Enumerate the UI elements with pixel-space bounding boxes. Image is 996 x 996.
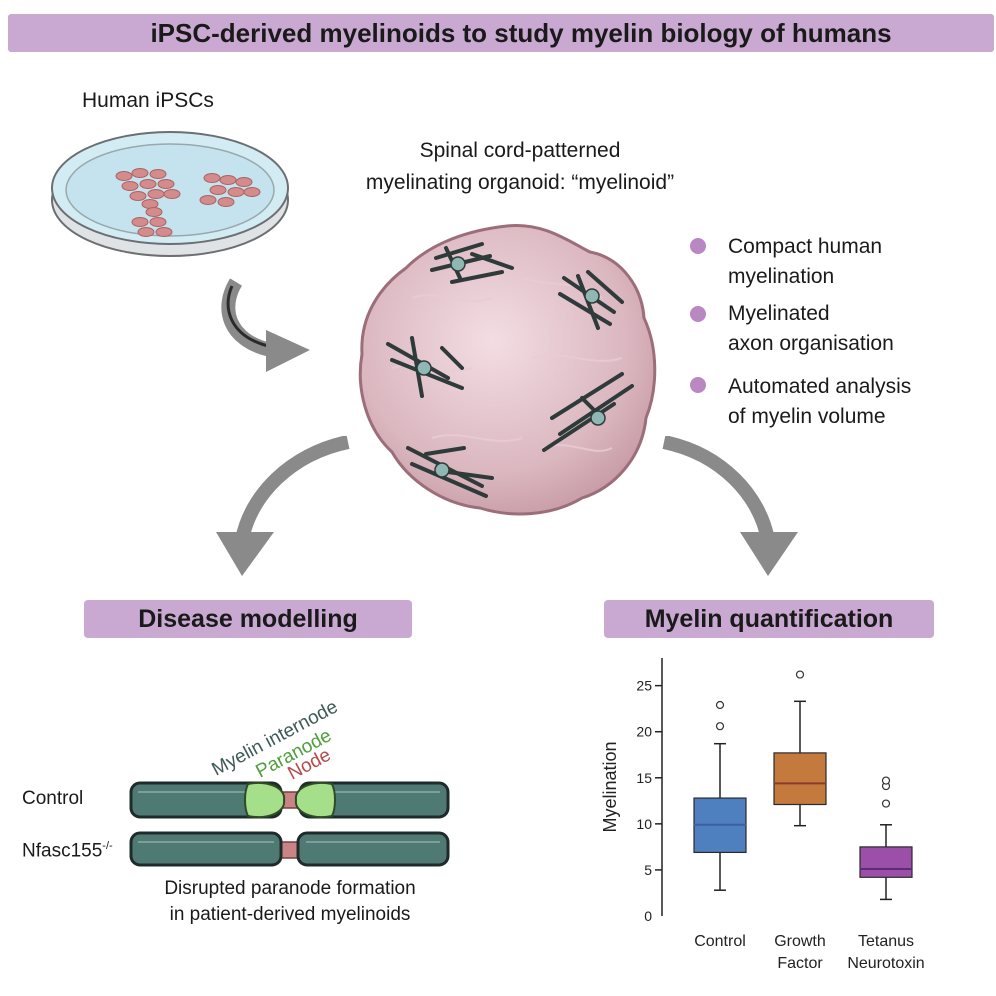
petri-dish-illustration xyxy=(51,131,289,257)
axon-legend: Myelin internode Paranode Node xyxy=(208,696,341,784)
myelinoid-organoid-illustration xyxy=(358,223,657,516)
row-label-control: Control xyxy=(22,788,84,809)
arrow-to-myelin-quantification-icon xyxy=(662,436,798,576)
y-tick-label: 15 xyxy=(636,770,652,786)
header-banner xyxy=(8,14,994,52)
x-category-label: Control xyxy=(694,933,746,950)
arrow-to-disease-modelling-icon xyxy=(216,436,350,576)
feature-3-line2: of myelin volume xyxy=(728,405,886,428)
organoid-caption-line2: myelinating organoid: “myelinoid” xyxy=(365,171,675,194)
outlier-point xyxy=(795,670,805,679)
page-title: iPSC-derived myelinoids to study myelin … xyxy=(150,18,892,48)
axon-diagram xyxy=(129,781,450,867)
bullet-dot xyxy=(690,306,706,322)
row-label-mutant: Nfasc155-/- xyxy=(22,840,113,862)
feature-3-line1: Automated analysis xyxy=(728,375,912,398)
arrow-dish-to-organoid-icon xyxy=(221,278,310,372)
x-category-label-line2: Neurotoxin xyxy=(847,955,924,972)
bullet-dot xyxy=(690,377,706,393)
ipsc-label: Human iPSCs xyxy=(82,89,214,112)
y-tick-label: 0 xyxy=(644,908,652,924)
disease-modelling-title: Disease modelling xyxy=(84,600,412,638)
feature-2-line2: axon organisation xyxy=(728,332,894,355)
x-category-label: Growth xyxy=(774,933,826,950)
feature-1-line1: Compact human xyxy=(728,235,883,258)
outlier-point xyxy=(881,776,891,785)
y-tick-label: 5 xyxy=(644,862,652,878)
y-tick-label: 10 xyxy=(636,816,652,832)
disease-caption-line2: in patient-derived myelinoids xyxy=(169,904,411,925)
y-axis-label: Myelination xyxy=(600,741,620,832)
bullet-dot xyxy=(690,238,706,254)
box-2 xyxy=(859,846,913,878)
organoid-caption-line1: Spinal cord-patterned xyxy=(419,139,621,162)
disease-caption-line1: Disrupted paranode formation xyxy=(164,878,416,899)
x-category-label-line2: Factor xyxy=(777,955,823,972)
outlier-point xyxy=(715,700,725,710)
outlier-point xyxy=(715,722,725,731)
myelin-quantification-title: Myelin quantification xyxy=(604,600,934,638)
feature-2-line1: Myelinated xyxy=(728,302,830,325)
box-1 xyxy=(773,752,827,806)
x-category-label: Tetanus xyxy=(858,933,914,950)
feature-1-line2: myelination xyxy=(728,265,835,288)
outlier-point xyxy=(881,799,891,808)
y-tick-label: 25 xyxy=(636,678,652,694)
y-tick-label: 20 xyxy=(636,724,652,740)
